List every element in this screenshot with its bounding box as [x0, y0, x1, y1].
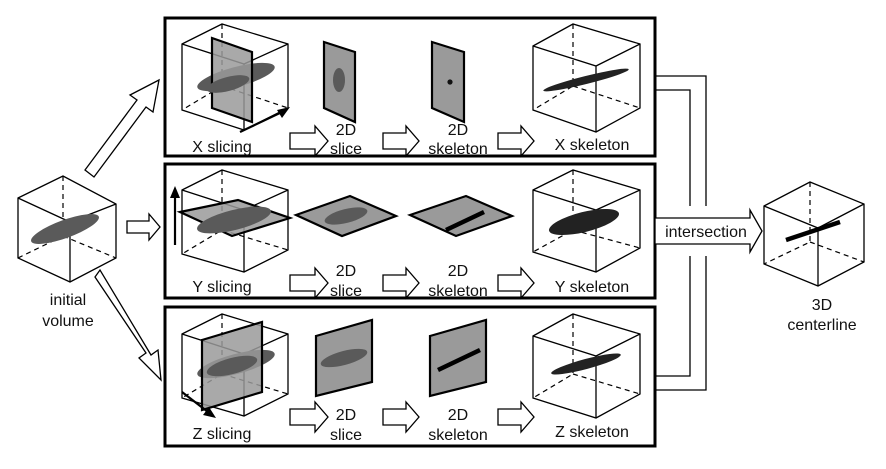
centerline-cube	[763, 181, 865, 287]
initial-volume-label-line1: initial	[50, 292, 86, 309]
y-slicing-label: Y slicing	[192, 279, 251, 296]
y-skeleton-cube	[532, 169, 641, 273]
y-2d-skeleton	[407, 194, 515, 238]
z-step-arrow-2	[382, 400, 420, 434]
z-slicing-cube	[181, 313, 289, 418]
x-2d-slice	[322, 40, 357, 124]
z-2d-slice	[314, 318, 374, 398]
z-slice-label-line1: 2D	[336, 407, 356, 424]
x-slice-label-line1: 2D	[336, 122, 356, 139]
intersection-arrow	[654, 207, 763, 255]
x-skeleton-label-line2: skeleton	[428, 141, 488, 158]
initial-volume-cube	[17, 175, 117, 283]
y-slice-label-line2: slice	[330, 283, 362, 300]
y-slicing-cube	[170, 169, 294, 273]
z-step-arrow-3	[497, 400, 535, 434]
x-row-box	[163, 16, 657, 158]
x-skeleton-label-line1: 2D	[448, 122, 468, 139]
y-skeleton-label-line1: 2D	[448, 263, 468, 280]
y-2d-slice	[293, 194, 399, 238]
x-step-arrow-1	[289, 124, 329, 158]
z-skeleton-label-line1: 2D	[448, 407, 468, 424]
x-slice-label-line2: slice	[330, 141, 362, 158]
branch-arrow-x	[84, 78, 160, 178]
z-skeleton-cube	[532, 313, 641, 419]
y-skeleton-label-line2: skeleton	[428, 283, 488, 300]
x-skeleton-cube	[532, 23, 641, 133]
centerline-label-line1: 3D	[812, 297, 832, 314]
z-skeleton-label-line2: skeleton	[428, 427, 488, 444]
z-step-arrow-1	[289, 400, 329, 434]
branch-arrow-y	[126, 212, 161, 242]
y-step-arrow-2	[382, 266, 420, 300]
z-direction-arrow	[203, 407, 216, 418]
x-2d-skeleton	[430, 40, 466, 124]
initial-volume-label-line2: volume	[42, 313, 94, 330]
z-slicing-label: Z slicing	[193, 426, 252, 443]
y-skeleton-result-label: Y skeleton	[555, 279, 629, 296]
intersection-label: intersection	[665, 224, 747, 241]
x-slicing-label: X slicing	[192, 139, 252, 156]
y-direction-arrow	[170, 186, 180, 198]
z-slice-label-line2: slice	[330, 427, 362, 444]
x-skeleton-result-label: X skeleton	[555, 137, 630, 154]
branch-arrow-z	[94, 268, 162, 382]
merge-bracket	[655, 75, 707, 391]
z-2d-skeleton	[428, 318, 488, 398]
x-step-arrow-3	[497, 124, 535, 158]
x-direction-arrow	[277, 107, 290, 118]
x-slicing-cube	[181, 23, 290, 133]
volume-blob	[31, 214, 99, 244]
z-skeleton-result-label: Z skeleton	[555, 424, 629, 441]
centerline-label-line2: centerline	[787, 317, 856, 334]
x-step-arrow-2	[382, 124, 420, 158]
y-slice-label-line1: 2D	[336, 263, 356, 280]
y-step-arrow-1	[289, 266, 329, 300]
y-step-arrow-3	[497, 266, 535, 300]
